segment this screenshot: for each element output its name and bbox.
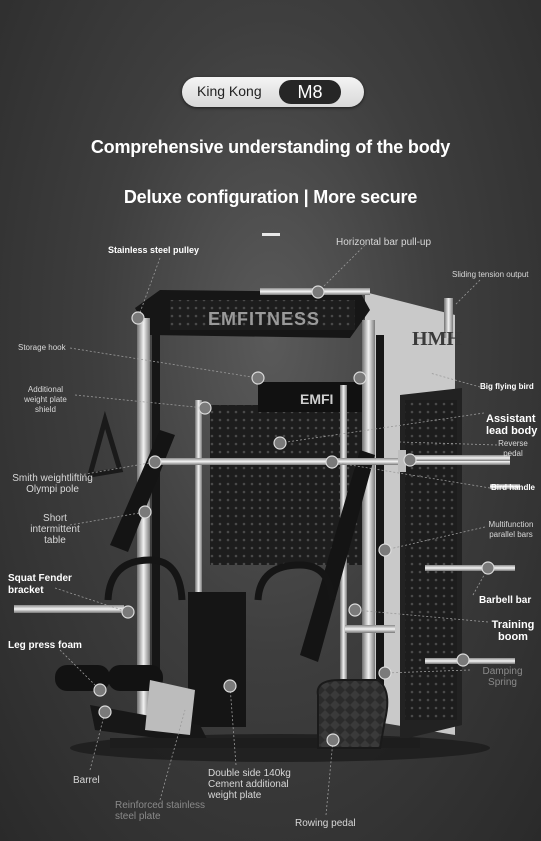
label-training-boom: Training boom xyxy=(491,619,535,643)
label-stainless-steel-pulley: Stainless steel pulley xyxy=(108,245,200,255)
callout-lines xyxy=(54,244,498,816)
label-additional-weight-plate-shield: Additional weight plate shield xyxy=(24,385,67,414)
model-badge: M8 xyxy=(279,80,341,104)
label-double-side-plate: Double side 140kg Cement additional weig… xyxy=(208,768,291,801)
plate-text: EMFI xyxy=(300,391,333,407)
label-barbell-bar: Barbell bar xyxy=(479,595,532,606)
callout-dots xyxy=(93,285,495,747)
label-multifunction-parallel-bars: Multifunction parallel bars xyxy=(488,520,534,539)
label-big-flying-bird: Big flying bird xyxy=(480,382,534,391)
tension-post xyxy=(444,298,453,338)
base-bar xyxy=(110,738,420,748)
right-upright-back xyxy=(376,335,384,720)
left-upright-back xyxy=(152,330,160,710)
label-horizontal-bar-pull-up: Horizontal bar pull-up xyxy=(336,237,432,248)
label-rowing-pedal: Rowing pedal xyxy=(295,818,356,829)
brand-name: King Kong xyxy=(197,83,262,99)
weight-plate-board xyxy=(258,382,368,412)
squat-bar xyxy=(14,605,124,613)
label-reverse-pedal: Reverse pedal xyxy=(498,439,528,458)
right-arm xyxy=(300,450,375,662)
divider xyxy=(262,233,280,236)
label-squat-fender-bracket: Squat Fender bracket xyxy=(8,573,72,596)
subheadline: Deluxe configuration | More secure xyxy=(123,187,418,207)
leg-foam-left xyxy=(55,665,110,691)
weight-stack xyxy=(188,592,246,727)
right-arch xyxy=(254,561,336,601)
left-arch xyxy=(104,556,186,601)
label-assistant-lead-body: Assistant lead body xyxy=(486,413,538,437)
inner-left-rail xyxy=(195,400,202,700)
label-damping-spring: Damping Spring xyxy=(482,666,523,688)
label-bird-handle: Bird handle xyxy=(491,483,536,492)
training-boom-bar xyxy=(345,625,395,633)
headline: Comprehensive understanding of the body xyxy=(90,137,451,157)
label-smith-weightlifting: Smith weightlifting Olympi pole xyxy=(12,473,93,495)
model-pill: King Kong M8 xyxy=(182,77,364,107)
machine-logo-text: EMFITNESS xyxy=(208,309,320,329)
damping-bar-rod xyxy=(425,658,515,664)
label-sliding-tension-output: Sliding tension output xyxy=(452,270,529,279)
rear-panel-mesh xyxy=(405,400,457,720)
label-storage-hook: Storage hook xyxy=(18,343,66,352)
bird-handle-bar xyxy=(490,484,520,489)
top-logo-board xyxy=(170,300,355,330)
right-upright xyxy=(362,320,375,720)
label-barrel: Barrel xyxy=(73,775,100,786)
monogram-text: HMH xyxy=(412,328,462,350)
cable-handle xyxy=(86,410,124,479)
label-short-intermittent-table: Short intermittent table xyxy=(30,513,80,546)
rowing-pedal-plate xyxy=(316,679,389,749)
barbell-bar-rod xyxy=(425,565,515,571)
label-reinforced-stainless-steel-plate: Reinforced stainless steel plate xyxy=(115,800,206,822)
leg-foam-right xyxy=(108,665,163,691)
label-leg-press-foam: Leg press foam xyxy=(8,640,82,651)
reinforced-plate xyxy=(145,680,195,735)
